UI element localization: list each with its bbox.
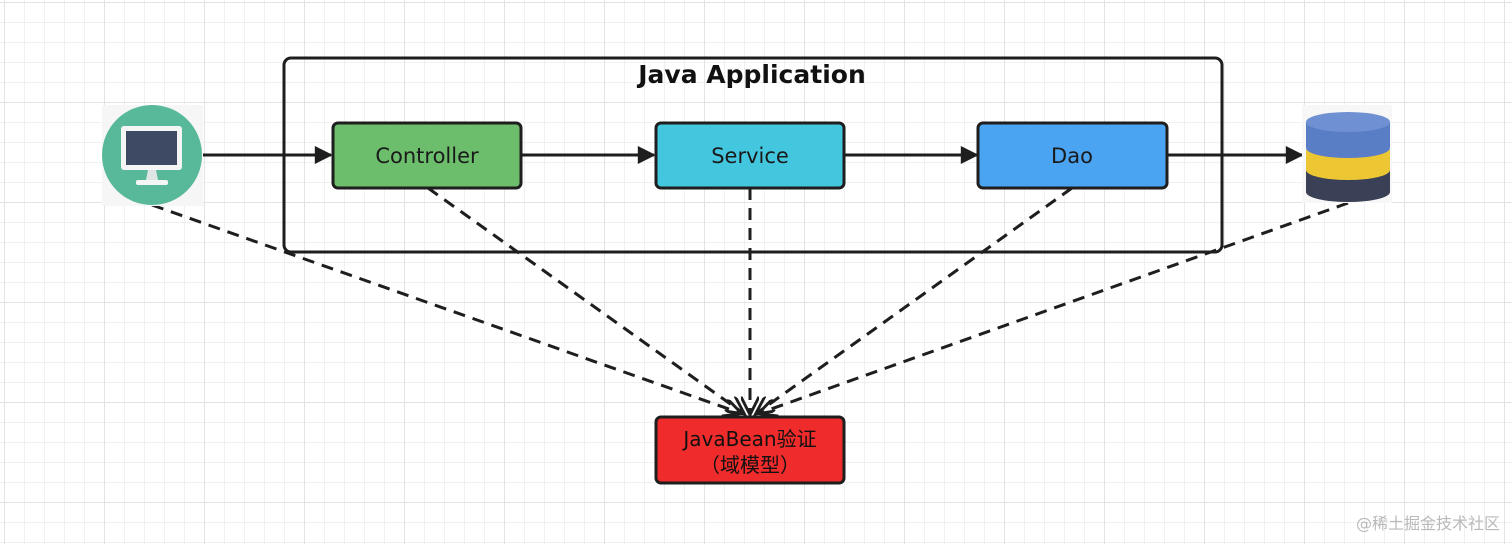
database-icon bbox=[1302, 105, 1392, 203]
dao-node[interactable]: Dao bbox=[976, 121, 1169, 190]
dashed-arrow-database-to-javabean bbox=[760, 201, 1349, 413]
service-label: Service bbox=[711, 144, 789, 168]
dao-box bbox=[976, 121, 1169, 190]
computer-monitor-icon bbox=[102, 105, 203, 206]
dashed-arrow-controller-to-javabean bbox=[427, 186, 743, 413]
java-application-title: Java Application bbox=[636, 60, 866, 89]
controller-node[interactable]: Controller bbox=[331, 121, 523, 190]
watermark: @稀土掘金技术社区 bbox=[1355, 514, 1500, 533]
javabean-box bbox=[654, 415, 846, 485]
service-box bbox=[654, 121, 846, 190]
javabean-label-line2: （域模型） bbox=[700, 453, 800, 477]
dao-label: Dao bbox=[1051, 144, 1093, 168]
dependency-arrows bbox=[151, 186, 1349, 413]
controller-box bbox=[331, 121, 523, 190]
service-node[interactable]: Service bbox=[654, 121, 846, 190]
controller-label: Controller bbox=[375, 144, 479, 168]
dashed-arrow-client-to-javabean bbox=[151, 203, 740, 413]
javabean-label-line1: JavaBean验证 bbox=[681, 427, 816, 451]
javabean-node[interactable]: JavaBean验证 （域模型） bbox=[654, 415, 846, 485]
dashed-arrow-dao-to-javabean bbox=[757, 186, 1073, 413]
